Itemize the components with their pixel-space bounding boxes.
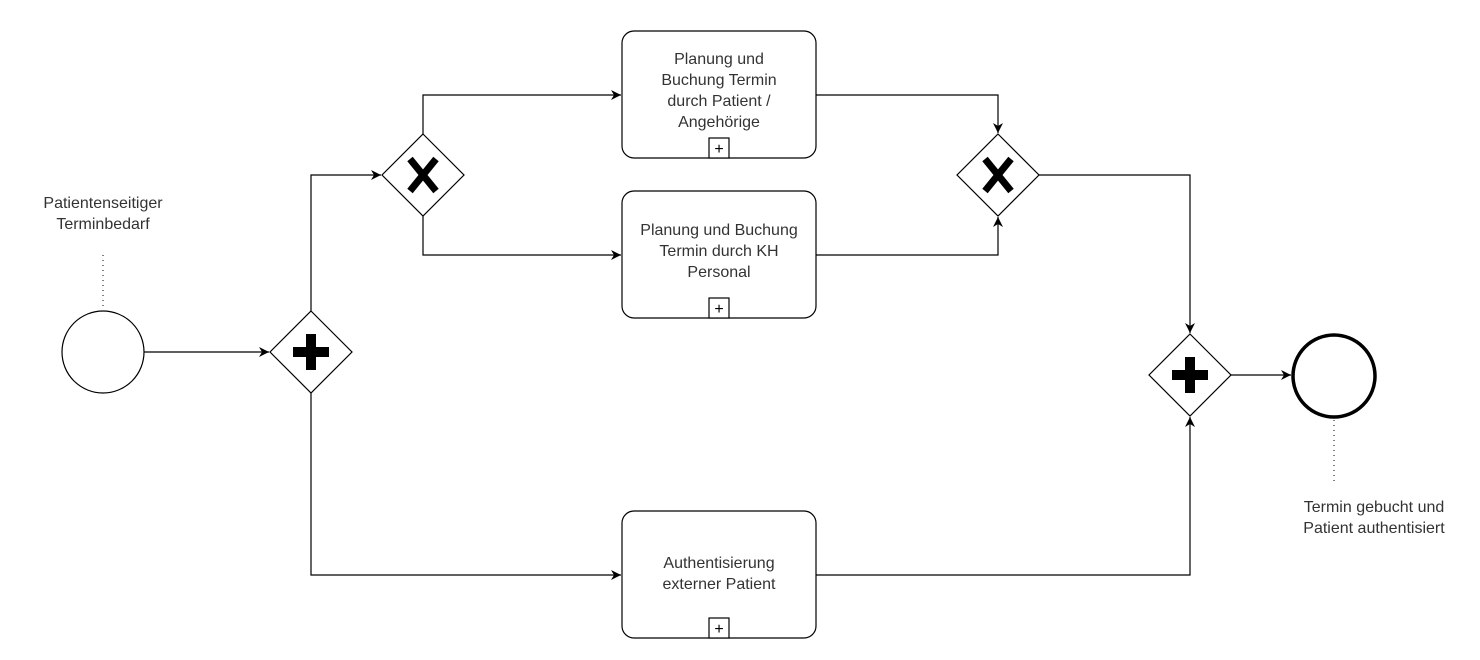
task-auth-label-wrap: Authentisierung externer Patient xyxy=(622,511,816,636)
task-personal-collapsed-marker[interactable] xyxy=(708,297,730,319)
flow-auth-to-and-join xyxy=(816,417,1195,576)
parallel-split-gateway[interactable] xyxy=(269,310,353,394)
exclusive-join-gateway[interactable] xyxy=(956,133,1040,217)
task-personal-label-wrap: Planung und Buchung Termin durch KH Pers… xyxy=(622,191,816,311)
flow-split-to-xor xyxy=(310,170,381,311)
end-event-label: Termin gebucht und Patient authentisiert xyxy=(1303,499,1445,537)
flow-task-patient-to-xor-join xyxy=(816,94,1003,133)
start-event[interactable] xyxy=(61,310,145,394)
task-patient-label-wrap: Planung und Buchung Termin durch Patient… xyxy=(622,31,816,151)
plus-icon: + xyxy=(714,621,723,638)
flow-task-personal-to-xor-join xyxy=(816,217,1003,256)
task-auth-collapsed-marker[interactable] xyxy=(708,617,730,639)
end-event[interactable] xyxy=(1291,333,1377,419)
task-personal-label: Planung und Buchung Termin durch KH Pers… xyxy=(640,221,798,281)
x-icon xyxy=(982,156,1014,194)
plus-icon: + xyxy=(714,301,723,318)
flow-xor-join-to-and-join xyxy=(1039,174,1195,333)
flow-split-to-auth xyxy=(310,393,621,580)
parallel-join-gateway[interactable] xyxy=(1148,333,1232,417)
exclusive-split-gateway[interactable] xyxy=(381,133,465,217)
task-patient-collapsed-marker[interactable] xyxy=(708,137,730,159)
task-auth-label: Authentisierung externer Patient xyxy=(662,554,776,593)
start-event-label: Patientenseitiger Terminbedarf xyxy=(43,195,163,233)
flow-xor-to-task-patient xyxy=(422,90,621,134)
flow-xor-to-task-personal xyxy=(422,216,621,260)
plus-icon: + xyxy=(714,141,723,158)
task-patient-label: Planung und Buchung Termin durch Patient… xyxy=(661,51,777,131)
x-icon xyxy=(407,156,439,194)
